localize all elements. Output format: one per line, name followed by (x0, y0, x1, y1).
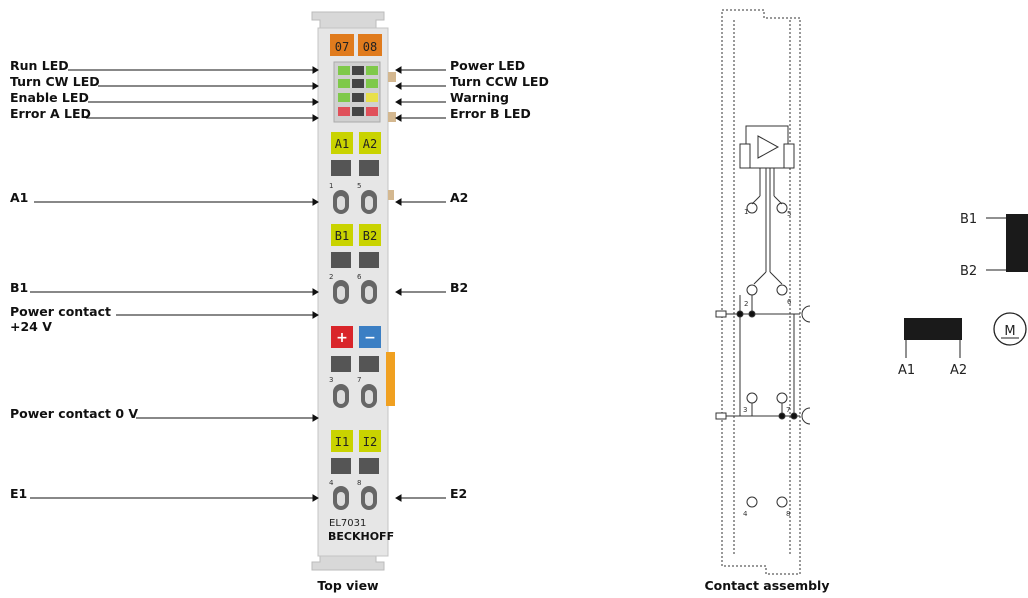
contact-assembly (715, 9, 811, 575)
plus-symbol: + (336, 330, 348, 346)
tag-b2-text: B2 (363, 229, 377, 243)
tag-07-text: 07 (335, 40, 349, 54)
label-error-a-led: Error A LED (10, 106, 91, 121)
ca-num-2: 2 (744, 300, 748, 308)
ca-num-5: 5 (787, 210, 791, 218)
label-b2: B2 (450, 280, 468, 295)
ca-num-8: 8 (786, 510, 790, 518)
term-num-8: 8 (357, 479, 361, 487)
label-power-contact: Power contact (10, 304, 111, 319)
terminal-top-view: 07 08 A1 A2 B1 B2 + − I1 (311, 11, 396, 571)
term-num-1: 1 (329, 182, 333, 190)
tag-i2-text: I2 (363, 435, 377, 449)
tag-b1-text: B1 (335, 229, 349, 243)
tag-a2 (359, 132, 381, 154)
term-num-2: 2 (329, 273, 333, 281)
led-row-4 (338, 107, 378, 116)
led-row-2 (338, 79, 378, 88)
label-a2: A2 (450, 190, 468, 205)
term-num-5: 5 (357, 182, 361, 190)
label-power-led: Power LED (450, 58, 525, 73)
contacts-row-4: 4 8 (329, 458, 379, 510)
tag-b2 (359, 224, 381, 246)
labels-right: Power LED Turn CCW LED Warning Error B L… (450, 58, 549, 501)
label-error-b-led: Error B LED (450, 106, 531, 121)
tag-i1-text: I1 (335, 435, 349, 449)
leader-lines (30, 66, 446, 502)
motor-symbol: M (1004, 324, 1015, 339)
motor-schematic: M B1 B2 A1 A2 (898, 212, 1028, 378)
caption-top-view: Top view (317, 578, 379, 593)
term-num-6: 6 (357, 273, 362, 281)
tag-i2 (359, 430, 381, 452)
label-a1: A1 (10, 190, 28, 205)
label-turn-cw-led: Turn CW LED (10, 74, 100, 89)
ca-num-7: 7 (786, 406, 790, 414)
label-e1: E1 (10, 486, 27, 501)
tag-a1 (331, 132, 353, 154)
contacts-row-2: 2 6 (329, 252, 379, 304)
term-num-3: 3 (329, 376, 333, 384)
winding-b (1006, 214, 1028, 272)
label-plus-24v: +24 V (10, 319, 52, 334)
tag-b1 (331, 224, 353, 246)
model-label: EL7031 (329, 518, 366, 529)
tag-i1 (331, 430, 353, 452)
tag-08 (358, 34, 382, 56)
contact-assembly-numbers: 1 5 2 6 3 7 4 8 (743, 208, 792, 518)
label-warning: Warning (450, 90, 509, 105)
motor-icon (993, 312, 1027, 346)
label-e2: E2 (450, 486, 467, 501)
tag-07 (330, 34, 354, 56)
label-turn-ccw-led: Turn CCW LED (450, 74, 549, 89)
motor-label-a1: A1 (898, 363, 915, 378)
motor-label-b1: B1 (960, 212, 977, 227)
winding-a (904, 318, 962, 340)
label-b1: B1 (10, 280, 28, 295)
minus-symbol: − (364, 330, 376, 346)
ca-num-1: 1 (744, 208, 748, 216)
term-num-7: 7 (357, 376, 361, 384)
contacts-row-1: 1 5 (329, 160, 379, 214)
term-num-4: 4 (329, 479, 334, 487)
ca-num-4: 4 (743, 510, 748, 518)
label-power-contact-0v: Power contact 0 V (10, 406, 138, 421)
led-row-1 (338, 66, 378, 75)
minus-tag (359, 326, 381, 348)
motor-label-b2: B2 (960, 264, 977, 279)
brand-label: BECKHOFF (328, 530, 394, 543)
tag-a2-text: A2 (363, 137, 377, 151)
tag-08-text: 08 (363, 40, 377, 54)
tag-a1-text: A1 (335, 137, 349, 151)
ca-num-6: 6 (787, 298, 792, 306)
caption-contact-assembly: Contact assembly (704, 578, 829, 593)
labels-left: Run LED Turn CW LED Enable LED Error A L… (10, 58, 138, 501)
label-run-led: Run LED (10, 58, 69, 73)
label-enable-led: Enable LED (10, 90, 89, 105)
led-row-3 (338, 93, 378, 102)
contacts-row-3: 3 7 (329, 356, 379, 408)
plus-tag (331, 326, 353, 348)
ca-num-3: 3 (743, 406, 747, 414)
motor-label-a2: A2 (950, 363, 967, 378)
